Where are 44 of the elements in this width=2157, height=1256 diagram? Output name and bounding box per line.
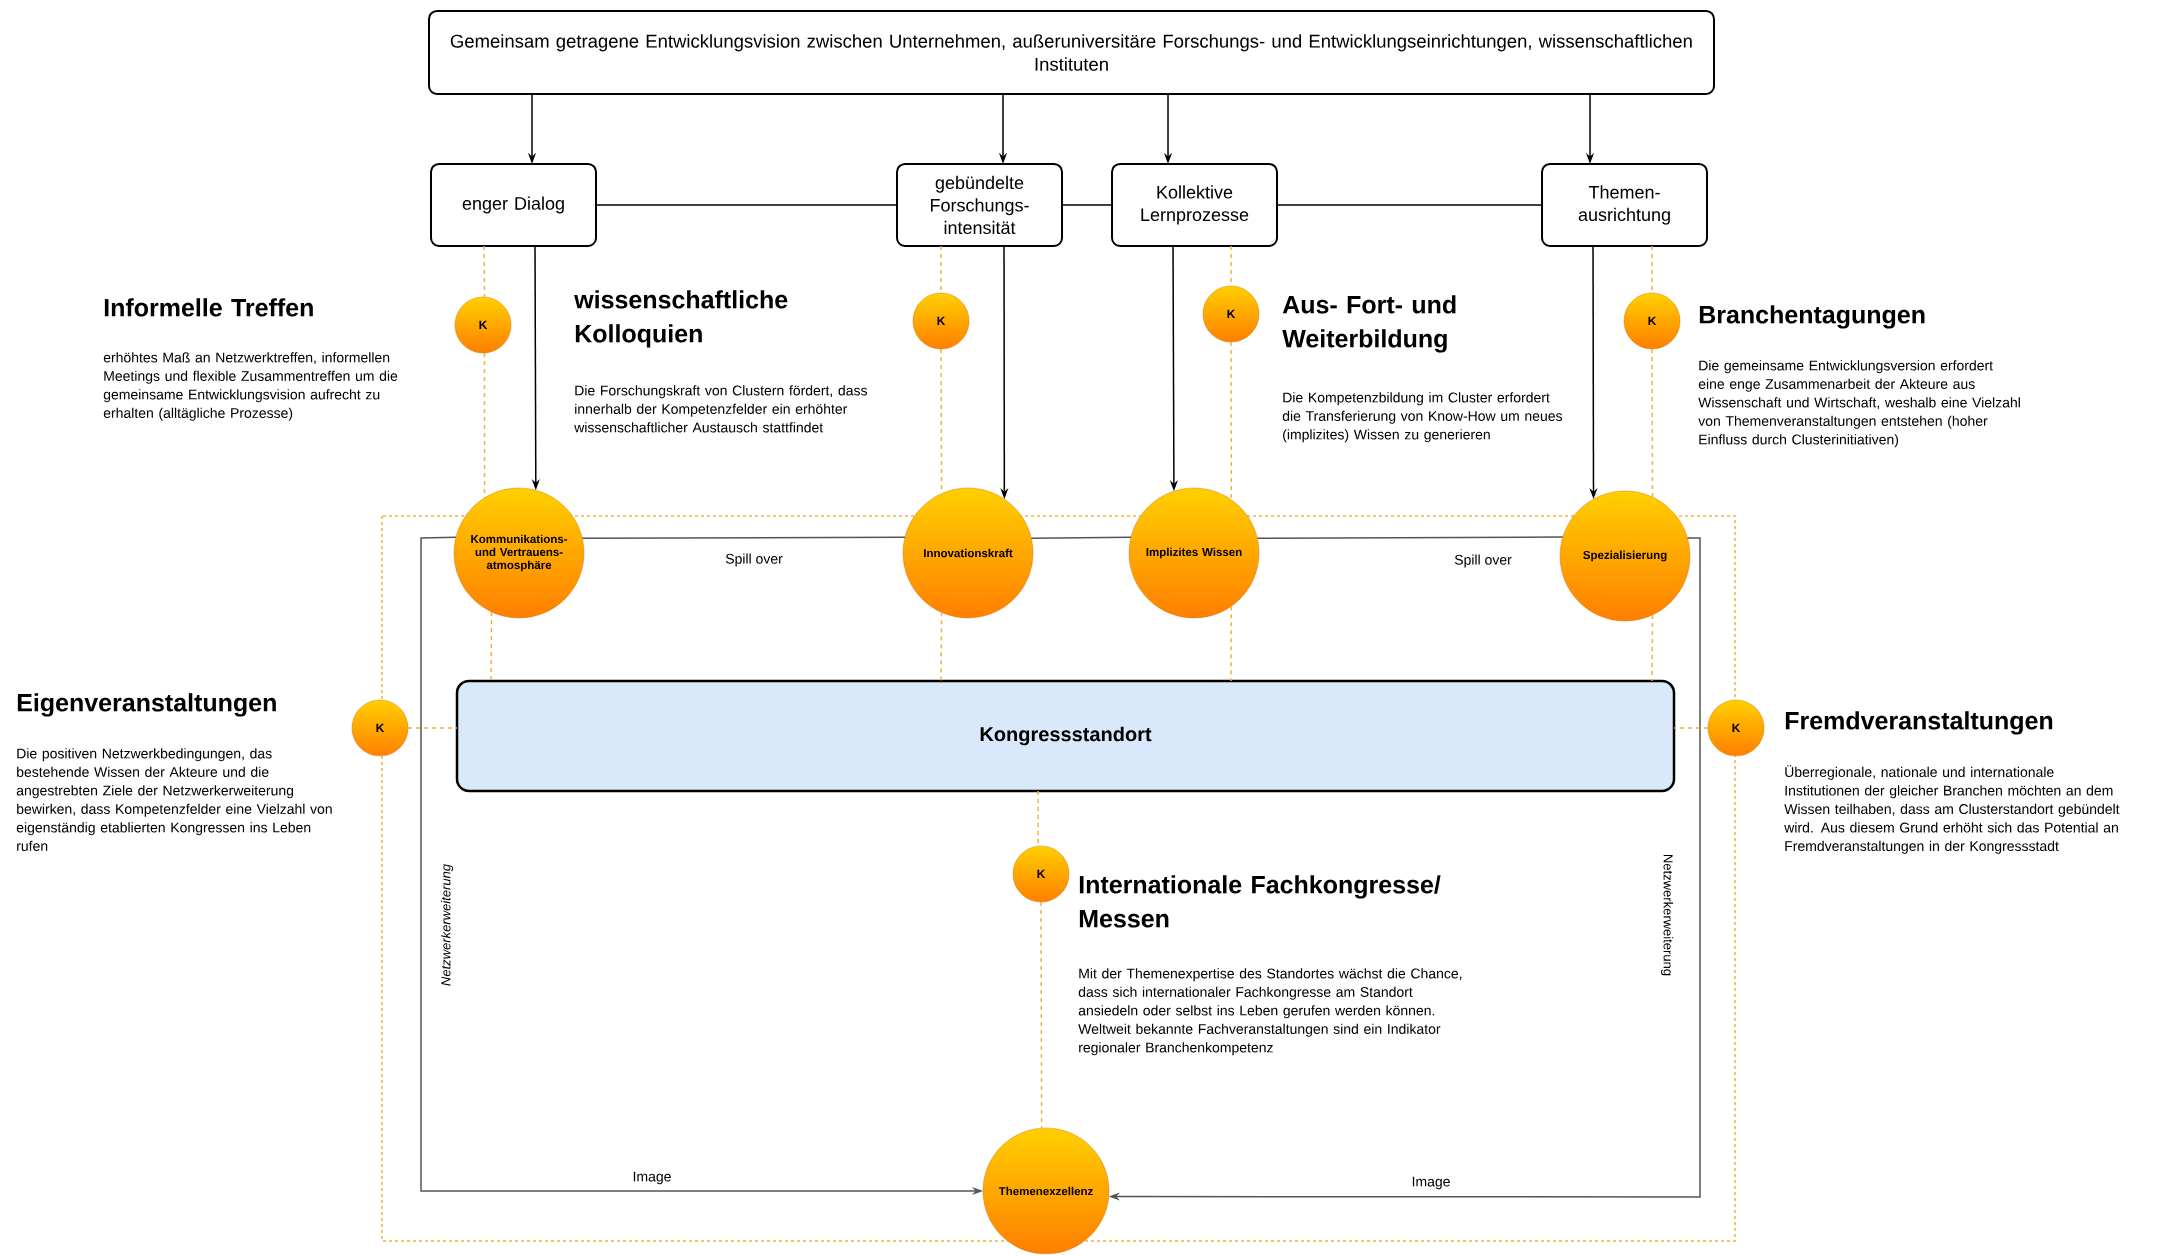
description: Die gemeinsame Entwicklungsversion erfordert eine enge Zusammenarbeit der Akteure aus Wissenschaft und Wirtschaft, weshalb eine Vielzahl von Themenveranstaltungen entstehen (hoher Einfluss durch Clusterinitiativen)	[1698, 360, 2020, 448]
edge-label: Spill over	[723, 551, 785, 569]
heading: Informelle Treffen	[104, 298, 313, 317]
edge-label: Spill over	[1452, 552, 1514, 570]
dashed-connector	[1230, 341, 1233, 501]
dashed-connector	[483, 245, 486, 298]
edge-label: Image	[1409, 1174, 1453, 1192]
description: Die Forschungskraft von Clustern fördert, dass innerhalb der Kompetenzfelder ein erhöhter wissenschaftlicher Austausch stattfindet	[574, 385, 867, 433]
dashed-connector	[940, 611, 943, 682]
heading: Branchentagungen	[1699, 305, 1925, 329]
description: Die Kompetenzbildung im Cluster erfordert die Transferierung von Know-How um neues (implizites) Wissen zu generieren	[1282, 392, 1563, 443]
dashed-connector	[483, 352, 486, 499]
side-label: Netzwerkerweiterung	[1660, 855, 1674, 976]
description: Mit der Themenexpertise des Standortes wächst die Chance, dass sich internationaler Fachkongresse am Standort ansiedeln oder selbst ins Leben gerufen werden können. Weltweit bekannte Fachveranstaltungen sind ein Indikator regionaler Branchenkompetenz	[1078, 968, 1462, 1056]
dashed-connector	[407, 727, 458, 729]
dashed-connector	[490, 611, 493, 682]
heading: Aus- Fort- und Weiterbildung	[1282, 295, 1456, 353]
connector-line	[1061, 204, 1113, 206]
dashed-connector	[1673, 727, 1709, 729]
dashed-connector	[1651, 614, 1654, 682]
heading: wissenschaftliche Kolloquien	[574, 290, 788, 348]
connector-line	[595, 204, 898, 206]
side-label: Netzwerkerweiterung	[440, 864, 454, 986]
process-box: Kollektive Lernprozesse	[1111, 163, 1278, 247]
heading: Fremdveranstaltungen	[1785, 711, 2053, 735]
connector-line	[1276, 204, 1543, 206]
description: erhöhtes Maß an Netzwerktreffen, informellen Meetings und flexible Zusammentreffen um die gemeinsame Entwicklungsvision aufrecht zu erhalten (alltägliche Prozesse)	[103, 352, 398, 421]
location-box: Kongressstandort	[455, 679, 1676, 793]
process-box: Themen- ausrichtung	[1541, 163, 1708, 247]
description: Überregionale, nationale und internationale Institutionen der gleicher Branchen möchten an dem Wissen teilhaben, dass am Clusterstandort gebündelt wird. Aus diesem Grund erhöht sich das Potential an Fremdveranstaltungen in der Kongressstadt	[1784, 765, 2120, 854]
connector-line	[581, 536, 906, 540]
dashed-connector	[1651, 348, 1654, 498]
process-box: Gemeinsam getragene Entwicklungsvision zwischen Unternehmen, außeruniversitäre Forschungs- und Entwicklungseinrichtungen, wissenschaftlichen Instituten	[428, 10, 1715, 95]
heading: Eigenveranstaltungen	[17, 693, 276, 717]
process-box: enger Dialog	[430, 163, 597, 247]
dashed-connector	[1040, 901, 1043, 1129]
dashed-connector	[940, 348, 943, 495]
heading: Internationale Fachkongresse/ Messen	[1079, 875, 1441, 928]
edge-label: Image	[630, 1169, 674, 1187]
connector-line	[1030, 536, 1132, 540]
dashed-connector	[1230, 605, 1233, 682]
process-box: gebündelte Forschungs- intensität	[896, 163, 1063, 247]
connector-line	[1256, 536, 1564, 540]
description: Die positiven Netzwerkbedingungen, das bestehende Wissen der Akteure und die angestrebten Ziele der Netzwerkerweiterung bewirken, dass Kompetenzfelder eine Vielzahl von eigenständig etablierten Kongressen ins Leben rufen	[16, 748, 332, 851]
